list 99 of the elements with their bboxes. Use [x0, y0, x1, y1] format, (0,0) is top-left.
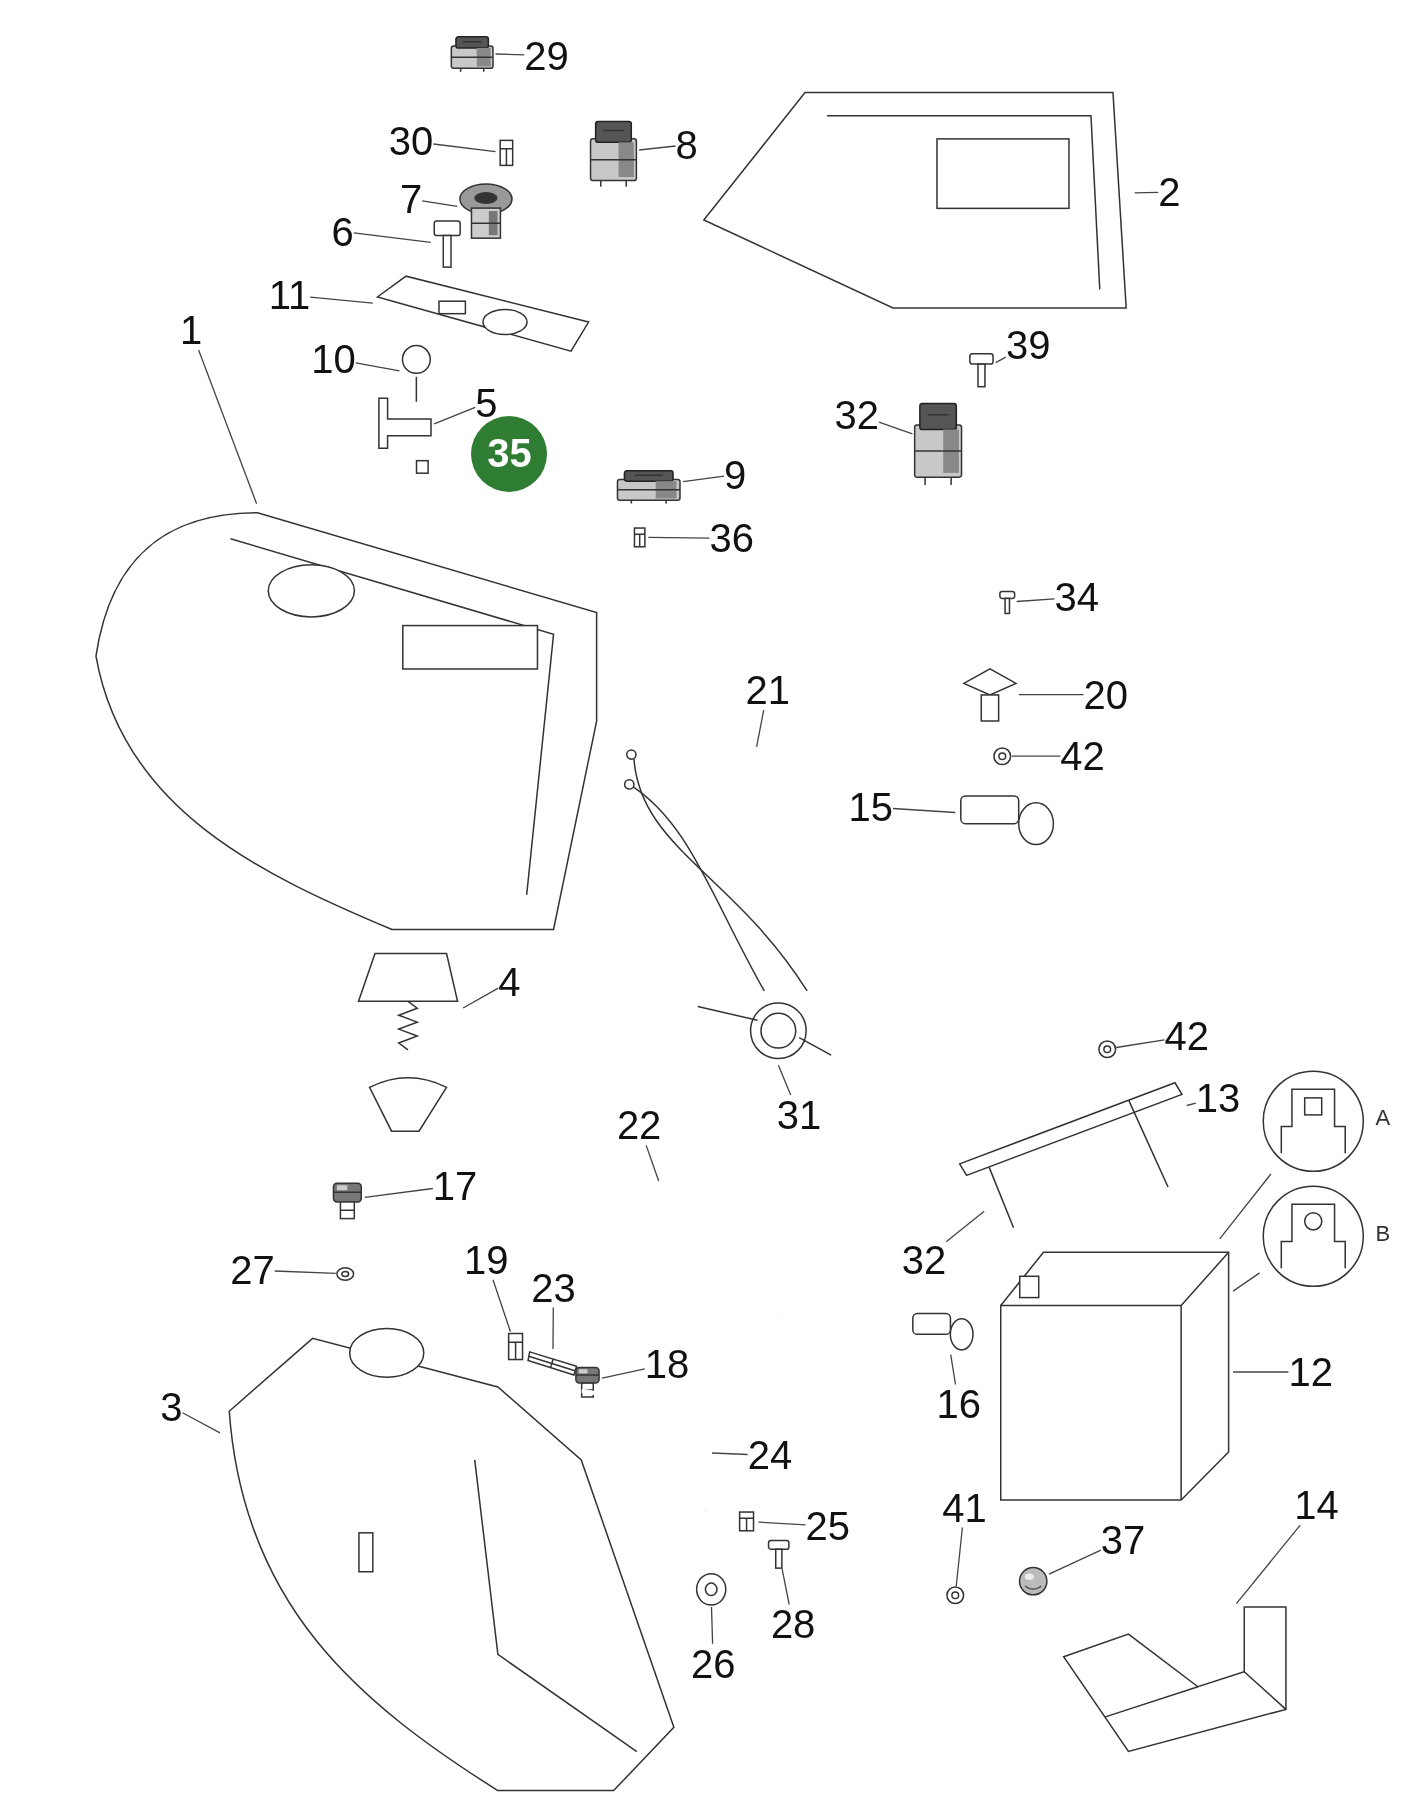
leader-line — [1235, 1524, 1301, 1605]
callout-number: 18 — [644, 1343, 690, 1384]
leader-line — [1186, 1102, 1197, 1107]
leader-line — [181, 1412, 221, 1434]
callout-number: 29 — [524, 35, 569, 76]
leader-line — [755, 709, 765, 748]
callout-number: 24 — [747, 1435, 793, 1476]
ignition-switch-drawing — [457, 180, 516, 241]
callout-number: 31 — [776, 1095, 822, 1135]
leader-line — [1018, 694, 1085, 696]
leader-line — [494, 53, 525, 56]
callout-number: 12 — [1288, 1352, 1333, 1393]
callout-number: 39 — [1005, 325, 1051, 366]
callout-number: 25 — [805, 1506, 851, 1547]
leader-line — [1134, 191, 1159, 194]
inset-letter: A — [1375, 1104, 1391, 1131]
screw-drawing — [766, 1539, 792, 1569]
leader-line — [355, 362, 401, 372]
leader-line — [995, 356, 1007, 364]
leader-line — [645, 1144, 660, 1182]
sensor-drawing — [961, 665, 1019, 724]
leader-line — [955, 1526, 964, 1587]
leader-line — [197, 349, 258, 505]
leader-line — [682, 475, 725, 483]
screw-drawing — [966, 353, 996, 388]
leader-line — [1011, 755, 1061, 757]
callout-number: 8 — [675, 124, 698, 165]
callout-number: 11 — [268, 275, 311, 316]
leader-line — [711, 1452, 749, 1456]
washer-drawing — [335, 1266, 355, 1281]
callout-number: 17 — [432, 1165, 478, 1206]
leader-line — [433, 406, 476, 425]
leader-line — [1048, 1549, 1102, 1575]
nut-drawing — [945, 1586, 965, 1605]
callout-number: 7 — [399, 179, 423, 220]
leader-line — [777, 1064, 792, 1096]
callout-number: 6 — [331, 211, 354, 252]
callout-number: 10 — [311, 338, 356, 379]
plug-drawing — [1016, 1565, 1049, 1598]
leader-line — [781, 1568, 790, 1606]
leader-line — [945, 1210, 985, 1243]
grommet-drawing — [694, 1572, 728, 1608]
callout-number: 26 — [691, 1643, 736, 1684]
leader-line — [1219, 1173, 1272, 1240]
callout-number: 41 — [942, 1487, 987, 1528]
leader-line — [552, 1306, 554, 1350]
callout-number: 32 — [901, 1239, 947, 1280]
clip-drawing — [631, 526, 649, 548]
leader-line — [421, 200, 458, 207]
callout-number: 15 — [848, 787, 893, 827]
leader-line — [353, 232, 432, 243]
switch-drawing — [449, 34, 496, 72]
screw-drawing — [430, 220, 464, 269]
leader-line — [462, 987, 499, 1009]
callout-number: 14 — [1294, 1485, 1339, 1526]
callout-number: 42 — [1164, 1016, 1210, 1057]
callout-number: 20 — [1083, 674, 1128, 715]
callout-number: 42 — [1060, 736, 1105, 777]
leader-line — [892, 807, 956, 814]
callout-number: 13 — [1195, 1077, 1241, 1118]
leader-line — [1232, 1371, 1290, 1373]
callout-number: 21 — [745, 670, 790, 711]
leader-line — [710, 1606, 714, 1645]
leader-line — [638, 145, 677, 151]
callout-number: 9 — [724, 454, 747, 495]
leader-line — [647, 536, 711, 539]
nut-drawing — [1097, 1039, 1117, 1059]
callout-number: 32 — [834, 394, 880, 435]
callout-number: 27 — [230, 1250, 275, 1291]
callout-number: 30 — [388, 121, 434, 162]
leader-line — [878, 421, 914, 435]
inset-letter: B — [1375, 1220, 1391, 1247]
leader-line — [432, 143, 497, 153]
callout-number: 37 — [1100, 1519, 1146, 1560]
callout-number: 3 — [160, 1386, 183, 1427]
callout-number: 28 — [770, 1604, 816, 1645]
switch-drawing — [588, 118, 640, 188]
callout-number: 34 — [1054, 577, 1100, 618]
leader-line — [1232, 1272, 1261, 1292]
callout-number: 36 — [709, 518, 754, 559]
screw-drawing — [998, 590, 1017, 614]
leader-line — [950, 1354, 957, 1386]
leader-line — [1015, 598, 1056, 603]
callout-number: 23 — [531, 1267, 576, 1308]
leader-line — [492, 1279, 512, 1333]
leader-line — [601, 1368, 646, 1379]
leader-line — [274, 1270, 337, 1274]
callout-number: 19 — [464, 1239, 509, 1280]
callout-number: 4 — [498, 961, 521, 1002]
callout-number: 16 — [936, 1384, 981, 1425]
leader-line — [309, 296, 374, 304]
nut-drawing — [993, 746, 1012, 766]
tube-drawing — [526, 1348, 579, 1378]
callout-number: 22 — [616, 1105, 662, 1146]
leader-line — [757, 1521, 807, 1526]
leader-line — [364, 1187, 434, 1198]
callout-number: 2 — [1158, 172, 1181, 213]
leader-line — [1115, 1039, 1166, 1049]
callout-number: 1 — [179, 310, 203, 350]
